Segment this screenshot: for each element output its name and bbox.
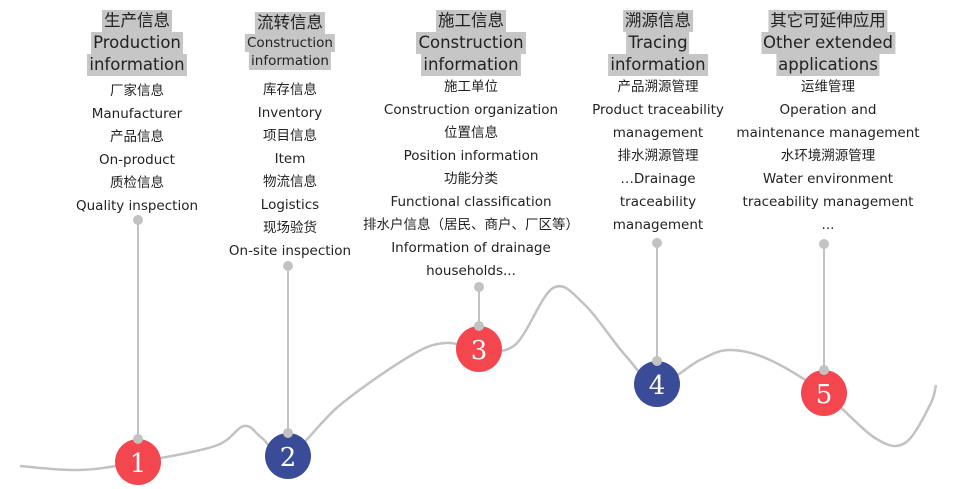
stage-2-title-cn: 流转信息 (254, 12, 325, 34)
list-item: …Drainage (620, 171, 696, 187)
stage-1-title-en2: information (87, 54, 187, 76)
stage-5-title-en2: applications (776, 54, 880, 76)
stage-4-node-dot (652, 356, 662, 366)
stage-4-title-en: Tracing (626, 32, 690, 54)
list-item: 产品信息 (110, 129, 164, 145)
list-item: Operation and (779, 102, 877, 118)
stage-1-node-dot (133, 434, 143, 444)
list-item: 排水溯源管理 (617, 148, 699, 164)
stage-2-number: 2 (280, 443, 297, 473)
stage-5-items: 运维管理 Operation and maintenance managemen… (736, 76, 919, 237)
list-item: Information of drainage (391, 240, 551, 256)
list-item: 现场验货 (262, 220, 317, 236)
stage-5-column: 其它可延伸应用 Other extended applications 运维管理… (736, 10, 920, 237)
list-item: management (612, 125, 704, 141)
stage-5-title-en: Other extended (761, 32, 895, 54)
list-item: Quality inspection (75, 198, 199, 214)
stage-3-title-en: Construction (416, 32, 526, 54)
stage-5-title: 其它可延伸应用 Other extended applications (736, 10, 919, 76)
list-item: Inventory (257, 105, 323, 121)
stage-1-connector-dot (133, 215, 143, 225)
list-item: Construction organization (383, 102, 559, 118)
stage-4-column: 溯源信息 Tracing information 产品溯源管理 Product … (592, 10, 724, 237)
stage-1-title-en: Production (91, 32, 183, 54)
list-item: Position information (403, 148, 539, 164)
stage-2-title-en: Construction (245, 34, 335, 52)
list-item: 项目信息 (262, 128, 317, 144)
list-item: traceability management (742, 194, 914, 210)
list-item: 物流信息 (262, 174, 317, 190)
list-item: households... (426, 263, 516, 279)
stage-2-node (265, 433, 311, 479)
list-item: ... (821, 217, 835, 233)
list-item: Water environment (762, 171, 894, 187)
stage-5-connector-dot (819, 239, 829, 249)
stage-1-number: 1 (130, 449, 147, 479)
list-item: maintenance management (736, 125, 920, 141)
stage-2-column: 流转信息 Construction information 库存信息 Inven… (229, 12, 351, 263)
list-item: management (612, 217, 704, 233)
stage-4-title-en2: information (608, 54, 708, 76)
list-item: 库存信息 (262, 82, 317, 98)
stage-4-title: 溯源信息 Tracing information (592, 10, 724, 76)
stage-4-title-cn: 溯源信息 (623, 10, 693, 32)
stage-3-title: 施工信息 Construction information (363, 10, 579, 76)
stage-3-column: 施工信息 Construction information 施工单位 Const… (363, 10, 579, 283)
stage-3-node-dot (474, 321, 484, 331)
list-item: 水环境溯源管理 (780, 148, 876, 164)
list-item: 功能分类 (444, 171, 498, 187)
stage-3-title-en2: information (421, 54, 521, 76)
stage-2-connector-dot (283, 261, 293, 271)
stage-4-number: 4 (649, 371, 666, 401)
stage-5-node-dot (819, 365, 829, 375)
list-item: Logistics (260, 197, 320, 213)
stage-5-number: 5 (816, 380, 833, 410)
list-item: 厂家信息 (110, 83, 164, 99)
stage-2-items: 库存信息 Inventory 项目信息 Item 物流信息 Logistics … (229, 79, 351, 263)
stage-4-items: 产品溯源管理 Product traceability management 排… (592, 76, 724, 237)
list-item: Product traceability (592, 102, 724, 118)
stage-4-node (634, 361, 680, 407)
stage-4-connector-dot (652, 238, 662, 248)
list-item: On-product (99, 152, 175, 168)
stage-3-node (456, 326, 502, 372)
stage-3-connector-dot (474, 282, 484, 292)
stage-5-node (801, 370, 847, 416)
list-item: 排水户信息（居民、商户、厂区等） (363, 217, 579, 233)
stage-1-items: 厂家信息 Manufacturer 产品信息 On-product 质检信息 Q… (76, 80, 198, 218)
list-item: 运维管理 (800, 79, 855, 95)
list-item: Item (274, 151, 306, 167)
list-item: 施工单位 (444, 79, 498, 95)
stage-2-title: 流转信息 Construction information (229, 12, 351, 70)
stage-2-title-en2: information (249, 52, 331, 70)
list-item: 位置信息 (444, 125, 498, 141)
stage-1-column: 生产信息 Production information 厂家信息 Manufac… (76, 10, 198, 218)
list-item: On-site inspection (228, 243, 352, 259)
stage-3-title-cn: 施工信息 (436, 10, 506, 32)
list-item: 质检信息 (110, 175, 164, 191)
list-item: Functional classification (390, 194, 552, 210)
stage-5-title-cn: 其它可延伸应用 (768, 10, 888, 32)
list-item: traceability (619, 194, 697, 210)
stage-1-node (115, 439, 161, 485)
stage-1-title: 生产信息 Production information (76, 10, 198, 76)
stage-2-node-dot (283, 428, 293, 438)
stage-3-number: 3 (471, 336, 488, 366)
stage-3-items: 施工单位 Construction organization 位置信息 Posi… (363, 76, 579, 283)
list-item: 产品溯源管理 (617, 79, 699, 95)
list-item: Manufacturer (91, 106, 183, 122)
stage-1-title-cn: 生产信息 (102, 10, 172, 32)
